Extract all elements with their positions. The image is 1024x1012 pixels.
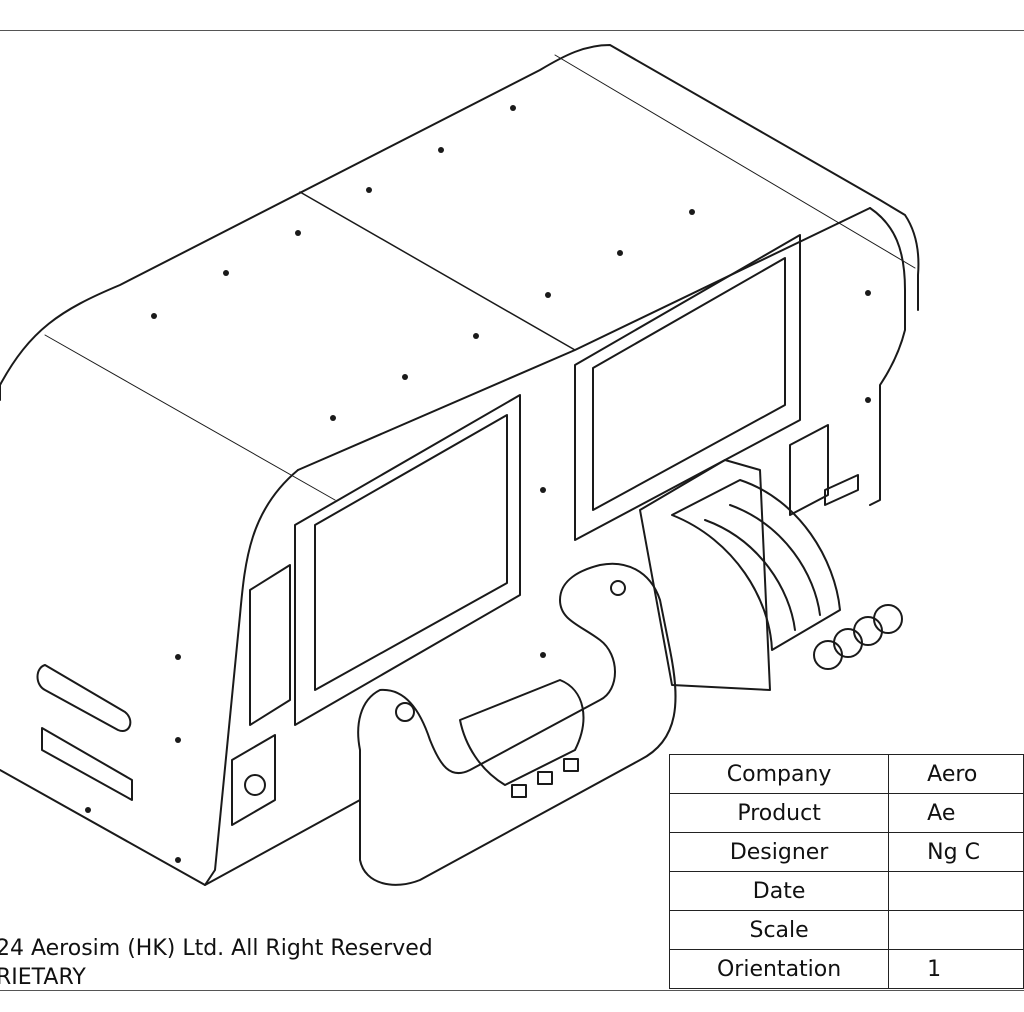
- throttle-slot-2: [729, 504, 821, 616]
- scale-value: [888, 910, 1024, 950]
- knob-panel: [231, 734, 276, 826]
- date-label: Date: [668, 871, 890, 911]
- title-block: Company Aero Product Ae Designer Ng C Da…: [668, 754, 1024, 989]
- fastener-dots: [85, 105, 871, 863]
- left-display-screen: [314, 414, 508, 691]
- right-toggle-panel: [789, 424, 829, 516]
- yoke-hub-button-3: [563, 758, 579, 772]
- throttle-base: [639, 459, 771, 691]
- left-display-bezel: [294, 394, 521, 726]
- enclosure-front-arch: [0, 384, 299, 886]
- title-block-row: Designer Ng C: [668, 832, 1024, 872]
- throttle-quadrant-body: [671, 479, 841, 651]
- yoke-left-button: [395, 702, 415, 722]
- company-value: Aero: [888, 754, 1024, 794]
- throttle-knob-2: [833, 628, 863, 658]
- side-connector: [41, 727, 133, 801]
- orientation-value: 1: [888, 949, 1024, 989]
- enclosure-right-curve: [869, 207, 906, 506]
- enclosure-panel-seam: [299, 191, 576, 351]
- bottom-border-line: [0, 990, 1024, 991]
- switch-panel: [249, 564, 291, 726]
- title-block-row: Scale: [668, 910, 1024, 950]
- product-label: Product: [668, 793, 890, 833]
- proprietary-notice: RIETARY: [0, 965, 86, 990]
- title-block-row: Product Ae: [668, 793, 1024, 833]
- rotary-knob: [244, 774, 266, 796]
- date-value: [888, 871, 1024, 911]
- company-label: Company: [668, 754, 890, 794]
- right-display-screen: [592, 257, 786, 511]
- orientation-label: Orientation: [668, 949, 890, 989]
- throttle-knob-4: [873, 604, 903, 634]
- right-display-bezel: [574, 234, 801, 541]
- yoke-center-hub: [459, 679, 585, 786]
- throttle-knob-3: [853, 616, 883, 646]
- throttle-slot-1: [704, 519, 796, 631]
- scale-label: Scale: [668, 910, 890, 950]
- yoke-right-button: [610, 580, 626, 596]
- title-block-row: Company Aero: [668, 754, 1024, 794]
- top-border-line: [0, 30, 1024, 31]
- product-value: Ae: [888, 793, 1024, 833]
- throttle-knob-1: [813, 640, 843, 670]
- designer-label: Designer: [668, 832, 890, 872]
- right-slot: [824, 474, 859, 506]
- enclosure-highlight-left: [44, 334, 336, 501]
- enclosure-highlight-right: [554, 54, 916, 269]
- yoke-hub-button-2: [537, 771, 553, 785]
- copyright-notice: 24 Aerosim (HK) Ltd. All Right Reserved: [0, 936, 433, 961]
- title-block-row: Orientation 1: [668, 949, 1024, 989]
- designer-value: Ng C: [888, 832, 1024, 872]
- enclosure-top: [0, 44, 920, 386]
- enclosure-bottom: [0, 769, 361, 886]
- yoke-body: [357, 562, 677, 886]
- yoke-hub-button-1: [511, 784, 527, 798]
- side-handle-slot: [36, 664, 132, 732]
- title-block-row: Date: [668, 871, 1024, 911]
